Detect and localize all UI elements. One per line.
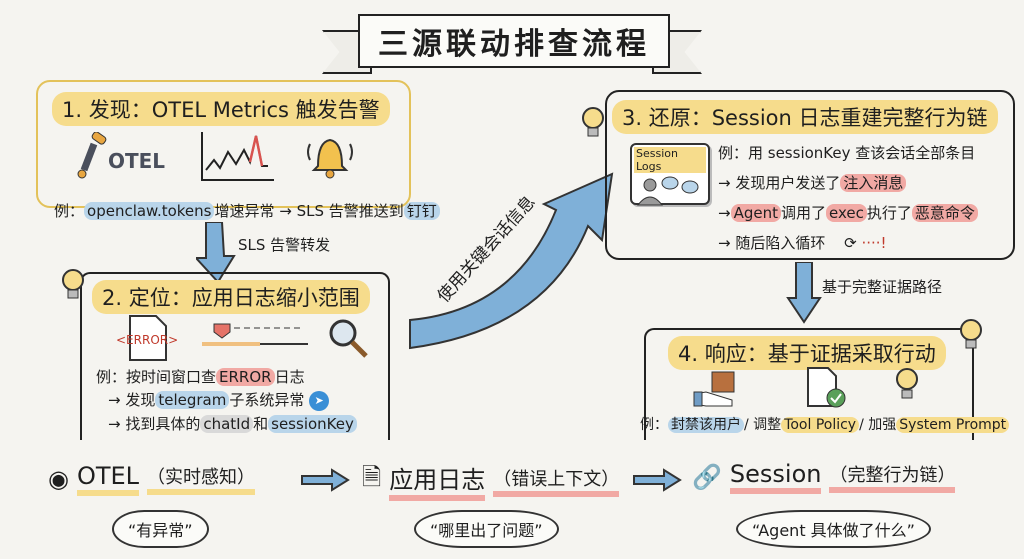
- metric-pill: openclaw.tokens: [84, 202, 215, 220]
- svg-text:OTEL: OTEL: [108, 149, 165, 173]
- loop-icon: ⟳: [844, 234, 857, 252]
- hand-box-icon: [692, 370, 742, 410]
- down-arrow-3-4: [786, 262, 822, 324]
- right-arrow-icon: [632, 468, 682, 492]
- spike-chart-icon: [198, 130, 278, 184]
- thought-bubble-app-log: “哪里出了问题”: [414, 510, 559, 548]
- thought-bubble-session: “Agent 具体做了什么”: [736, 510, 931, 548]
- error-file-icon: <ERROR>: [112, 314, 182, 362]
- down-arrow-1-2: [196, 222, 236, 284]
- doc-check-icon: [804, 366, 848, 410]
- arrow-3-4-label: 基于完整证据路径: [822, 278, 943, 296]
- curved-arrow-2-3: [406, 170, 616, 350]
- svg-text:<ERROR>: <ERROR>: [116, 333, 178, 347]
- step4-heading: 4. 响应：基于证据采取行动: [668, 336, 946, 370]
- step2-box: [80, 272, 390, 440]
- step3-line4: → 随后陷入循环 ⟳ ····!: [718, 234, 887, 252]
- step3-line1: 例：用 sessionKey 查该会话全部条目: [718, 144, 976, 162]
- bell-icon: [302, 130, 358, 180]
- summary-item-session: 🔗 Session （完整行为链）: [692, 460, 956, 494]
- step3-box: [605, 90, 1015, 260]
- step3-line2: → 发现用户发送了注入消息: [718, 172, 907, 193]
- lightbulb-icon: [956, 316, 986, 352]
- step1-box: [36, 80, 411, 208]
- telegram-icon: ➤: [309, 390, 330, 411]
- session-logs-card: Session Logs: [630, 143, 710, 206]
- otel-telescope-icon: OTEL: [72, 132, 172, 182]
- step4-box: [644, 328, 974, 440]
- summary-item-app-log: 🗎 应用日志 （错误上下文）: [362, 460, 620, 501]
- arrow-1-2-label: SLS 告警转发: [238, 236, 331, 254]
- page-title: 三源联动排查流程: [358, 14, 670, 68]
- thought-bubble-otel: “有异常”: [112, 510, 209, 548]
- destination-pill: 钉钉: [403, 202, 440, 220]
- lightbulb-icon: [578, 104, 608, 140]
- eye-icon: ◉: [48, 465, 69, 493]
- lightbulb-icon: [58, 266, 88, 302]
- users-chat-icon: [636, 176, 699, 206]
- step1-heading: 1. 发现：OTEL Metrics 触发告警: [52, 92, 390, 126]
- timeline-icon: [200, 322, 312, 352]
- magnifier-icon: [326, 316, 370, 360]
- chain-link-icon: 🔗: [692, 463, 722, 491]
- summary-item-otel: ◉ OTEL （实时感知）: [48, 462, 256, 496]
- step3-heading: 3. 还原：Session 日志重建完整行为链: [612, 100, 998, 134]
- log-document-icon: 🗎: [362, 463, 382, 491]
- step2-heading: 2. 定位：应用日志缩小范围: [92, 280, 370, 314]
- lightbulb-icon: [892, 364, 922, 404]
- right-arrow-icon: [300, 468, 350, 492]
